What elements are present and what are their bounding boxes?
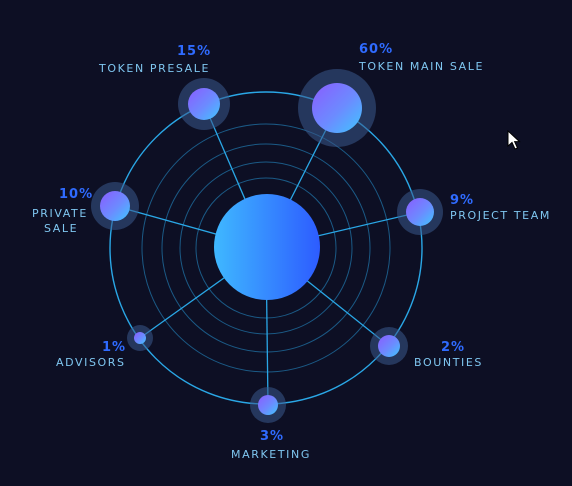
node-core (406, 198, 434, 226)
label-private-sale-line2: SALE (44, 222, 79, 235)
node-core (378, 335, 400, 357)
node-project-team (397, 189, 443, 235)
node-private-sale (91, 182, 139, 230)
label-token-presale: TOKEN PRESALE (99, 62, 211, 75)
inner-ring (195, 177, 337, 319)
node-core (100, 191, 130, 221)
node-marketing (250, 387, 286, 423)
label-advisors: ADVISORS (56, 356, 126, 369)
label-private-sale-line1: PRIVATE (32, 207, 88, 220)
label-bounties: BOUNTIES (414, 356, 483, 369)
percent-token-presale: 15% (177, 44, 212, 59)
percent-advisors: 1% (102, 340, 127, 355)
node-token-main-sale (298, 69, 376, 147)
label-project-team: PROJECT TEAM (450, 209, 551, 222)
percent-project-team: 9% (450, 193, 475, 208)
inner-ring (161, 143, 371, 353)
node-token-presale (178, 78, 230, 130)
percent-marketing: 3% (260, 429, 285, 444)
node-core (134, 332, 146, 344)
percent-token-main-sale: 60% (359, 42, 394, 57)
node-core (312, 83, 362, 133)
label-marketing: MARKETING (231, 448, 311, 461)
center-hub (214, 194, 320, 300)
inner-ring (141, 123, 391, 373)
percent-bounties: 2% (441, 340, 466, 355)
node-core (258, 395, 278, 415)
mouse-pointer-icon (507, 130, 521, 150)
inner-ring (179, 161, 353, 335)
node-advisors (127, 325, 153, 351)
label-token-main-sale: TOKEN MAIN SALE (359, 60, 485, 73)
percent-private-sale: 10% (59, 187, 94, 202)
node-core (188, 88, 220, 120)
node-bounties (370, 327, 408, 365)
